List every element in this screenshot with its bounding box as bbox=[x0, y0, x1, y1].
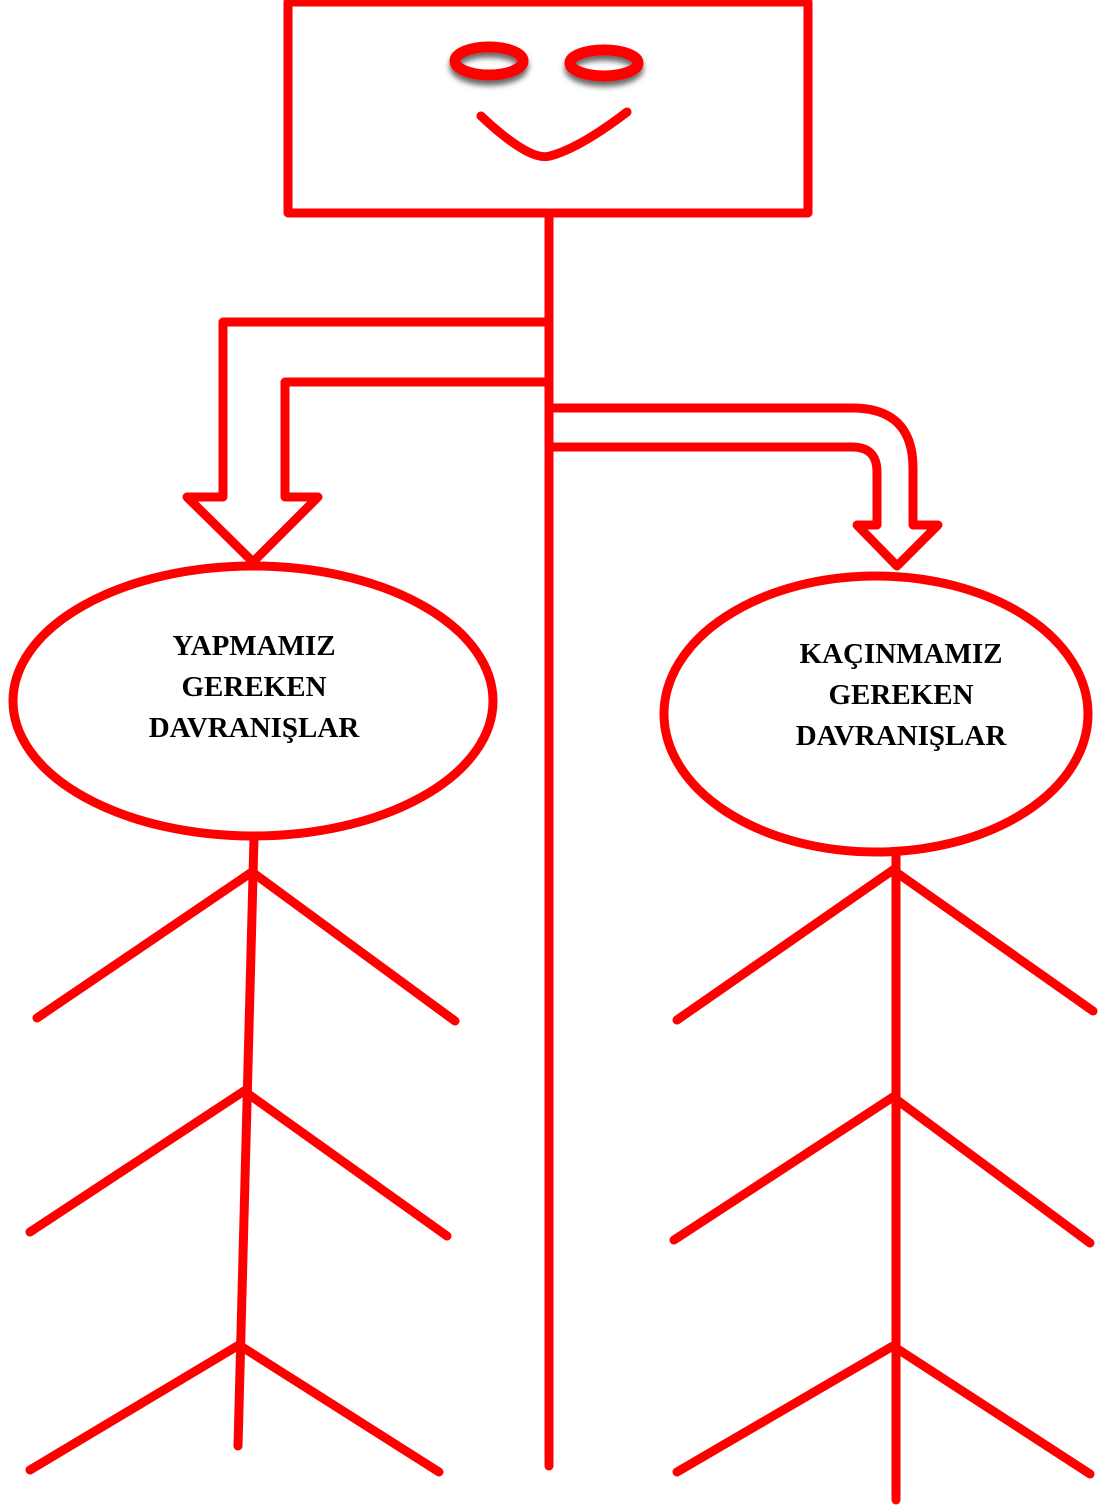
right-node-line-2: GEREKEN bbox=[828, 679, 974, 711]
smile-icon bbox=[476, 107, 632, 162]
right-branch-2 bbox=[669, 1092, 1095, 1248]
left-branch-2 bbox=[25, 1086, 452, 1241]
right-eye-icon bbox=[564, 44, 644, 82]
right-node-line-1: KAÇINMAMIZ bbox=[799, 638, 1003, 670]
left-node-line-3: DAVRANIŞLAR bbox=[148, 712, 360, 744]
left-eye-icon bbox=[449, 41, 529, 81]
right-node-line-3: DAVRANIŞLAR bbox=[795, 720, 1007, 752]
left-branch-1 bbox=[32, 867, 460, 1026]
right-node-label: KAÇINMAMIZ GEREKEN DAVRANIŞLAR bbox=[736, 634, 1066, 757]
right-node-ellipse bbox=[659, 571, 1093, 857]
left-node-line-2: GEREKEN bbox=[181, 671, 327, 703]
right-branch-3 bbox=[672, 1341, 1095, 1479]
left-branch-3 bbox=[25, 1340, 444, 1477]
head-box bbox=[283, 0, 813, 218]
right-arrow bbox=[544, 403, 943, 571]
left-node-label: YAPMAMIZ GEREKEN DAVRANIŞLAR bbox=[114, 626, 394, 749]
right-branch-1 bbox=[672, 865, 1098, 1025]
left-arrow bbox=[182, 317, 554, 567]
left-node-line-1: YAPMAMIZ bbox=[172, 630, 336, 662]
